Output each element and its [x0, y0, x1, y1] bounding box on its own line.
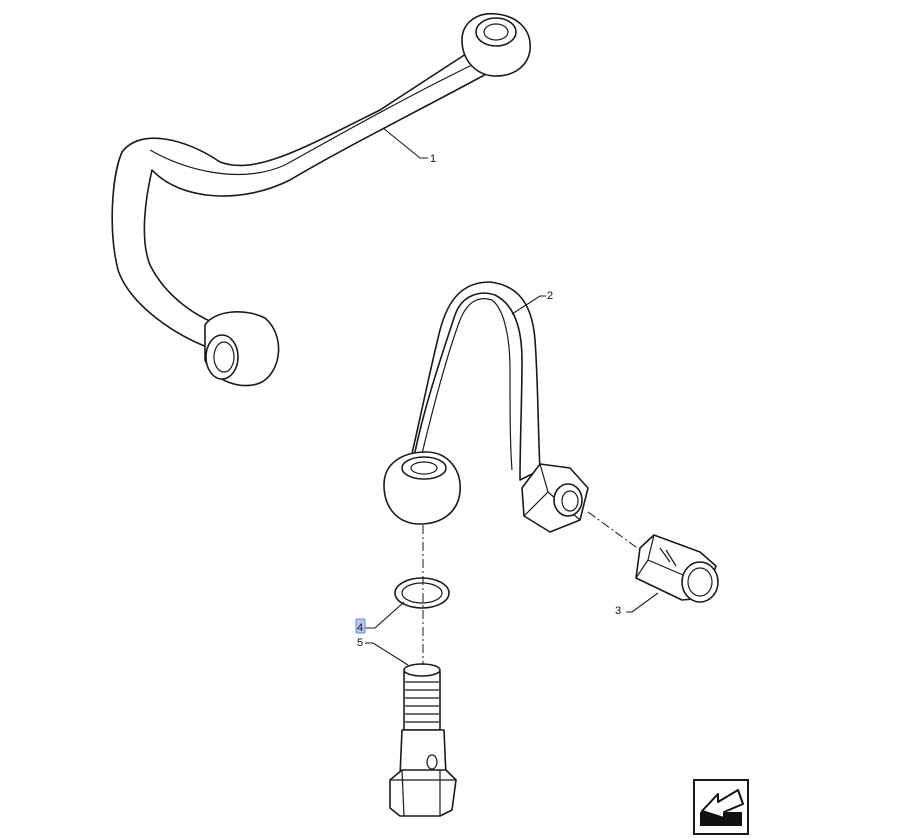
leader-3: [626, 592, 659, 613]
callout-3[interactable]: 3: [615, 605, 621, 617]
callout-1[interactable]: 1: [430, 153, 436, 165]
part-3-adapter-fitting[interactable]: [635, 534, 719, 603]
callout-5[interactable]: 5: [357, 637, 363, 649]
callout-4-highlight: [355, 618, 366, 634]
pipe-1-banjo-top: [461, 13, 531, 77]
callout-4[interactable]: 4: [357, 622, 363, 634]
next-page-arrow-icon[interactable]: [693, 779, 749, 835]
leader-4: [365, 601, 405, 629]
pipe-2-hex-nut: [521, 463, 589, 533]
leader-2: [511, 295, 546, 315]
leader-5: [365, 642, 409, 666]
centerline-fitting: [587, 511, 641, 551]
callout-2[interactable]: 2: [547, 290, 553, 302]
part-4-sealing-washer[interactable]: [394, 577, 450, 609]
part-5-banjo-bolt[interactable]: [389, 663, 457, 817]
pipe-2-banjo: [383, 451, 461, 525]
leader-1: [382, 127, 428, 159]
part-1-fuel-pipe[interactable]: [111, 13, 531, 387]
pipe-1-banjo-bottom: [204, 311, 280, 387]
part-2-fuel-pipe[interactable]: [383, 281, 589, 533]
